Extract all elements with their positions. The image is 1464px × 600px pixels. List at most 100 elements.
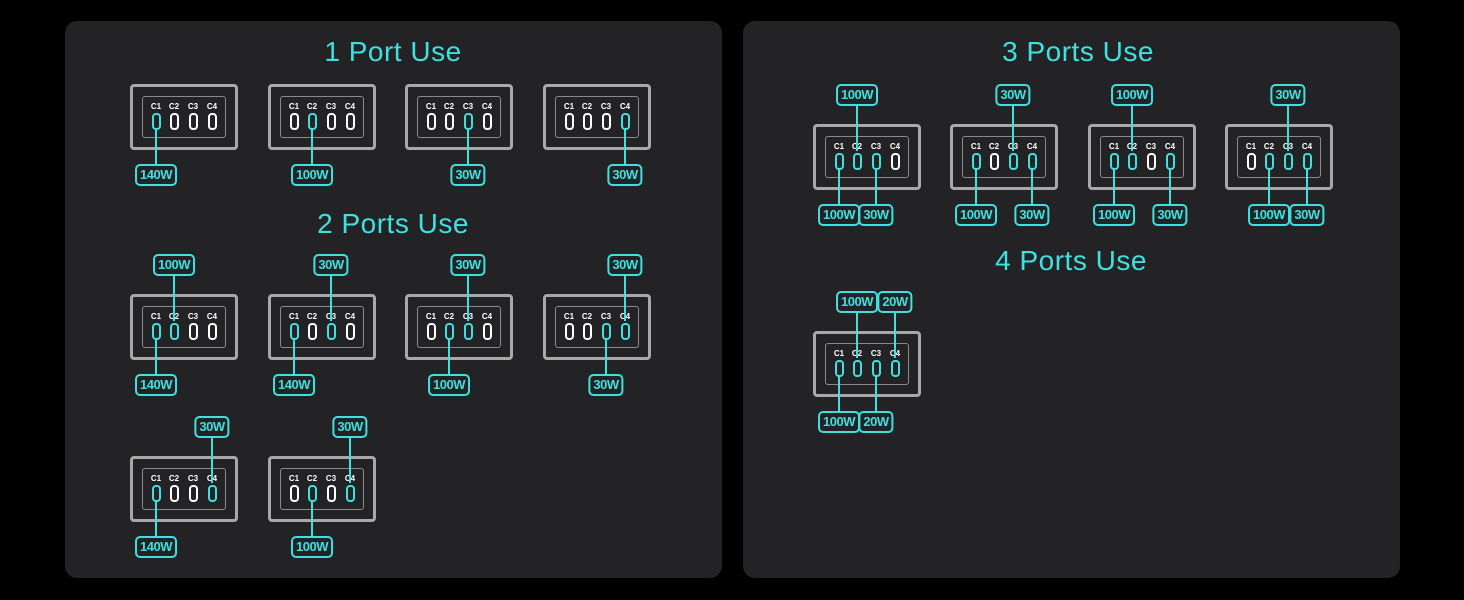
wattage-label: 100W (818, 204, 860, 226)
usb-c-port-icon (989, 153, 999, 170)
port-panel (1100, 136, 1184, 178)
port-name: C4 (481, 102, 493, 111)
port-name: C2 (581, 312, 593, 321)
connector-line (155, 128, 157, 166)
connector-line (838, 375, 840, 413)
wattage-label: 30W (588, 374, 624, 396)
device-outline (130, 456, 238, 522)
wattage-label: 140W (135, 374, 177, 396)
port-name: C4 (1026, 142, 1038, 151)
port-panel (142, 306, 226, 348)
device-outline (268, 456, 376, 522)
usb-c-port-icon (852, 360, 862, 377)
connector-line (1169, 168, 1171, 206)
section-title: 1 Port Use (324, 36, 462, 67)
usb-c-port-icon (307, 323, 317, 340)
usb-c-port-icon (207, 485, 217, 502)
port-name: C1 (1108, 142, 1120, 151)
usb-c-port-icon (207, 323, 217, 340)
usb-c-port-icon (188, 113, 198, 130)
usb-c-port-icon (564, 323, 574, 340)
connector-line (1287, 106, 1289, 151)
port-name: C3 (325, 102, 337, 111)
port-name: C2 (168, 474, 180, 483)
usb-c-port-icon (582, 323, 592, 340)
wattage-label: 30W (995, 84, 1031, 106)
device-outline (405, 84, 513, 150)
usb-c-port-icon (289, 113, 299, 130)
usb-c-port-icon (326, 323, 336, 340)
section-title: 4 Ports Use (995, 245, 1147, 276)
port-panel (417, 306, 501, 348)
port-name: C1 (563, 312, 575, 321)
wattage-label: 100W (836, 291, 878, 313)
connector-line (1131, 106, 1133, 151)
wattage-label: 30W (607, 164, 643, 186)
port-name: C3 (600, 102, 612, 111)
usb-c-port-icon (564, 113, 574, 130)
port-name: C3 (325, 474, 337, 483)
device-outline (268, 294, 376, 360)
charger-device: C1C2C3C430W100W30W (1225, 84, 1333, 226)
connector-line (155, 500, 157, 538)
port-panel (280, 306, 364, 348)
device-outline (268, 84, 376, 150)
port-name: C4 (344, 312, 356, 321)
wattage-label: 140W (135, 164, 177, 186)
port-panel (555, 96, 639, 138)
port-name: C1 (288, 312, 300, 321)
usb-c-port-icon (1127, 153, 1137, 170)
wattage-label: 30W (1014, 204, 1050, 226)
wattage-label: 20W (877, 291, 913, 313)
port-name: C1 (833, 349, 845, 358)
wattage-label: 30W (194, 416, 230, 438)
usb-c-port-icon (426, 113, 436, 130)
port-name: C4 (206, 102, 218, 111)
port-name: C2 (988, 142, 1000, 151)
port-name: C2 (306, 474, 318, 483)
usb-c-port-icon (188, 485, 198, 502)
charger-device: C1C2C3C4100W100W30W (1088, 84, 1196, 226)
port-name: C1 (563, 102, 575, 111)
connector-line (624, 128, 626, 166)
device-outline (405, 294, 513, 360)
port-panel (555, 306, 639, 348)
connector-line (467, 276, 469, 321)
connector-line (1031, 168, 1033, 206)
wattage-label: 100W (428, 374, 470, 396)
usb-c-port-icon (482, 113, 492, 130)
port-name: C3 (462, 102, 474, 111)
port-name: C4 (1301, 142, 1313, 151)
connector-line (155, 338, 157, 376)
usb-c-port-icon (620, 323, 630, 340)
wattage-label: 30W (1152, 204, 1188, 226)
charger-device: C1C2C3C4100W20W100W20W (813, 291, 921, 433)
usb-c-port-icon (444, 113, 454, 130)
usb-c-port-icon (482, 323, 492, 340)
usb-c-port-icon (1283, 153, 1293, 170)
port-name: C2 (443, 102, 455, 111)
usb-c-port-icon (1146, 153, 1156, 170)
port-name: C1 (425, 102, 437, 111)
port-name: C1 (150, 312, 162, 321)
port-name: C3 (600, 312, 612, 321)
port-name: C3 (187, 474, 199, 483)
port-name: C4 (889, 142, 901, 151)
port-name: C3 (1145, 142, 1157, 151)
port-name: C2 (581, 102, 593, 111)
usb-c-port-icon (188, 323, 198, 340)
wattage-label: 30W (450, 164, 486, 186)
wattage-label: 30W (450, 254, 486, 276)
usb-c-port-icon (345, 113, 355, 130)
wattage-label: 30W (1289, 204, 1325, 226)
port-panel (142, 468, 226, 510)
charger-device: C1C2C3C430W30W (543, 254, 651, 396)
section-title: 3 Ports Use (1002, 36, 1154, 67)
port-name: C3 (870, 349, 882, 358)
device-outline (543, 294, 651, 360)
connector-line (1268, 168, 1270, 206)
usb-c-port-icon (852, 153, 862, 170)
port-name: C1 (833, 142, 845, 151)
